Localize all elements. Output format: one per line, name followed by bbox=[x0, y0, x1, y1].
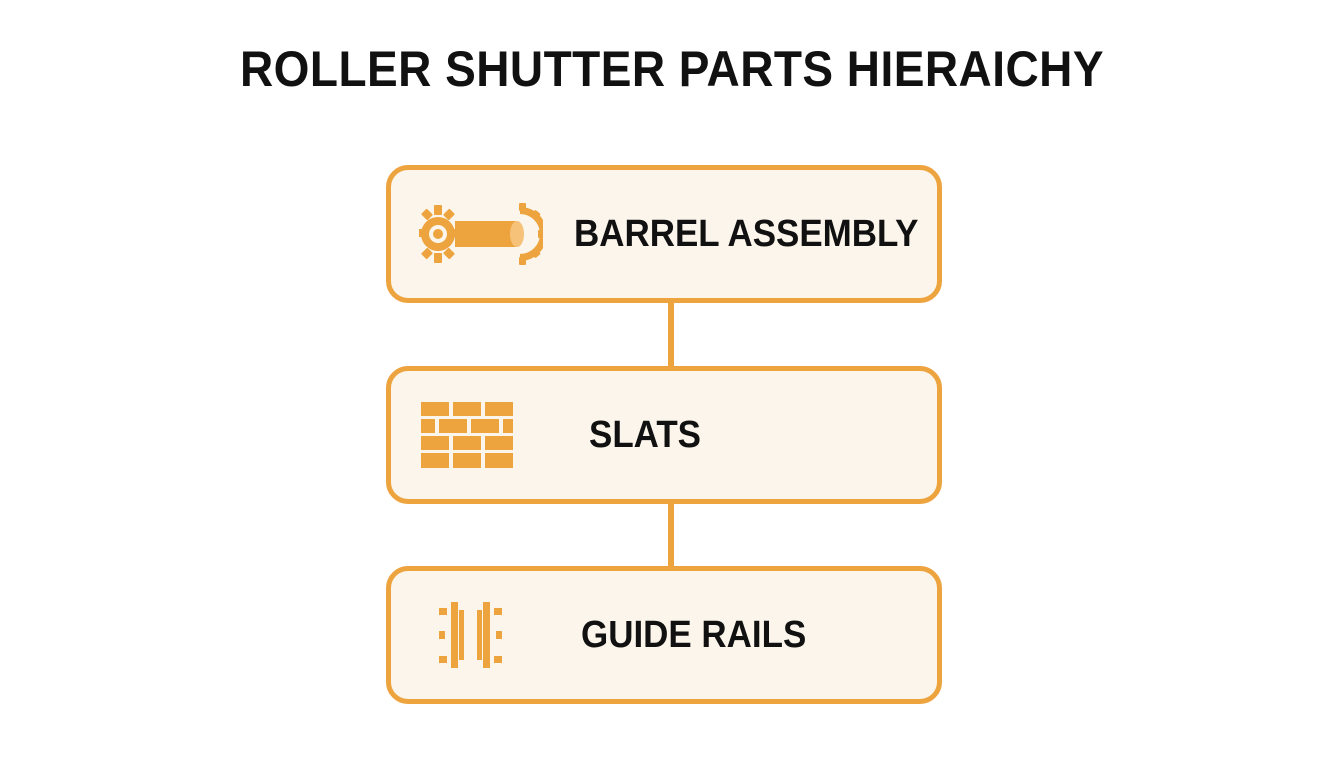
connector-barrel-to-slats bbox=[668, 303, 674, 366]
barrel-gear-icon bbox=[419, 170, 543, 298]
slats-icon bbox=[419, 371, 517, 499]
node-label-slats: SLATS bbox=[589, 413, 702, 456]
connector-slats-to-rails bbox=[668, 504, 674, 566]
node-guide-rails: GUIDE RAILS bbox=[386, 566, 942, 704]
node-label-barrel-assembly: BARREL ASSEMBLY bbox=[574, 212, 919, 255]
node-slats: SLATS bbox=[386, 366, 942, 504]
diagram-title: ROLLER SHUTTER PARTS HIERAICHY bbox=[240, 41, 1104, 97]
node-label-guide-rails: GUIDE RAILS bbox=[581, 613, 807, 656]
guide-rails-icon bbox=[419, 571, 517, 699]
node-barrel-assembly: BARREL ASSEMBLY bbox=[386, 165, 942, 303]
